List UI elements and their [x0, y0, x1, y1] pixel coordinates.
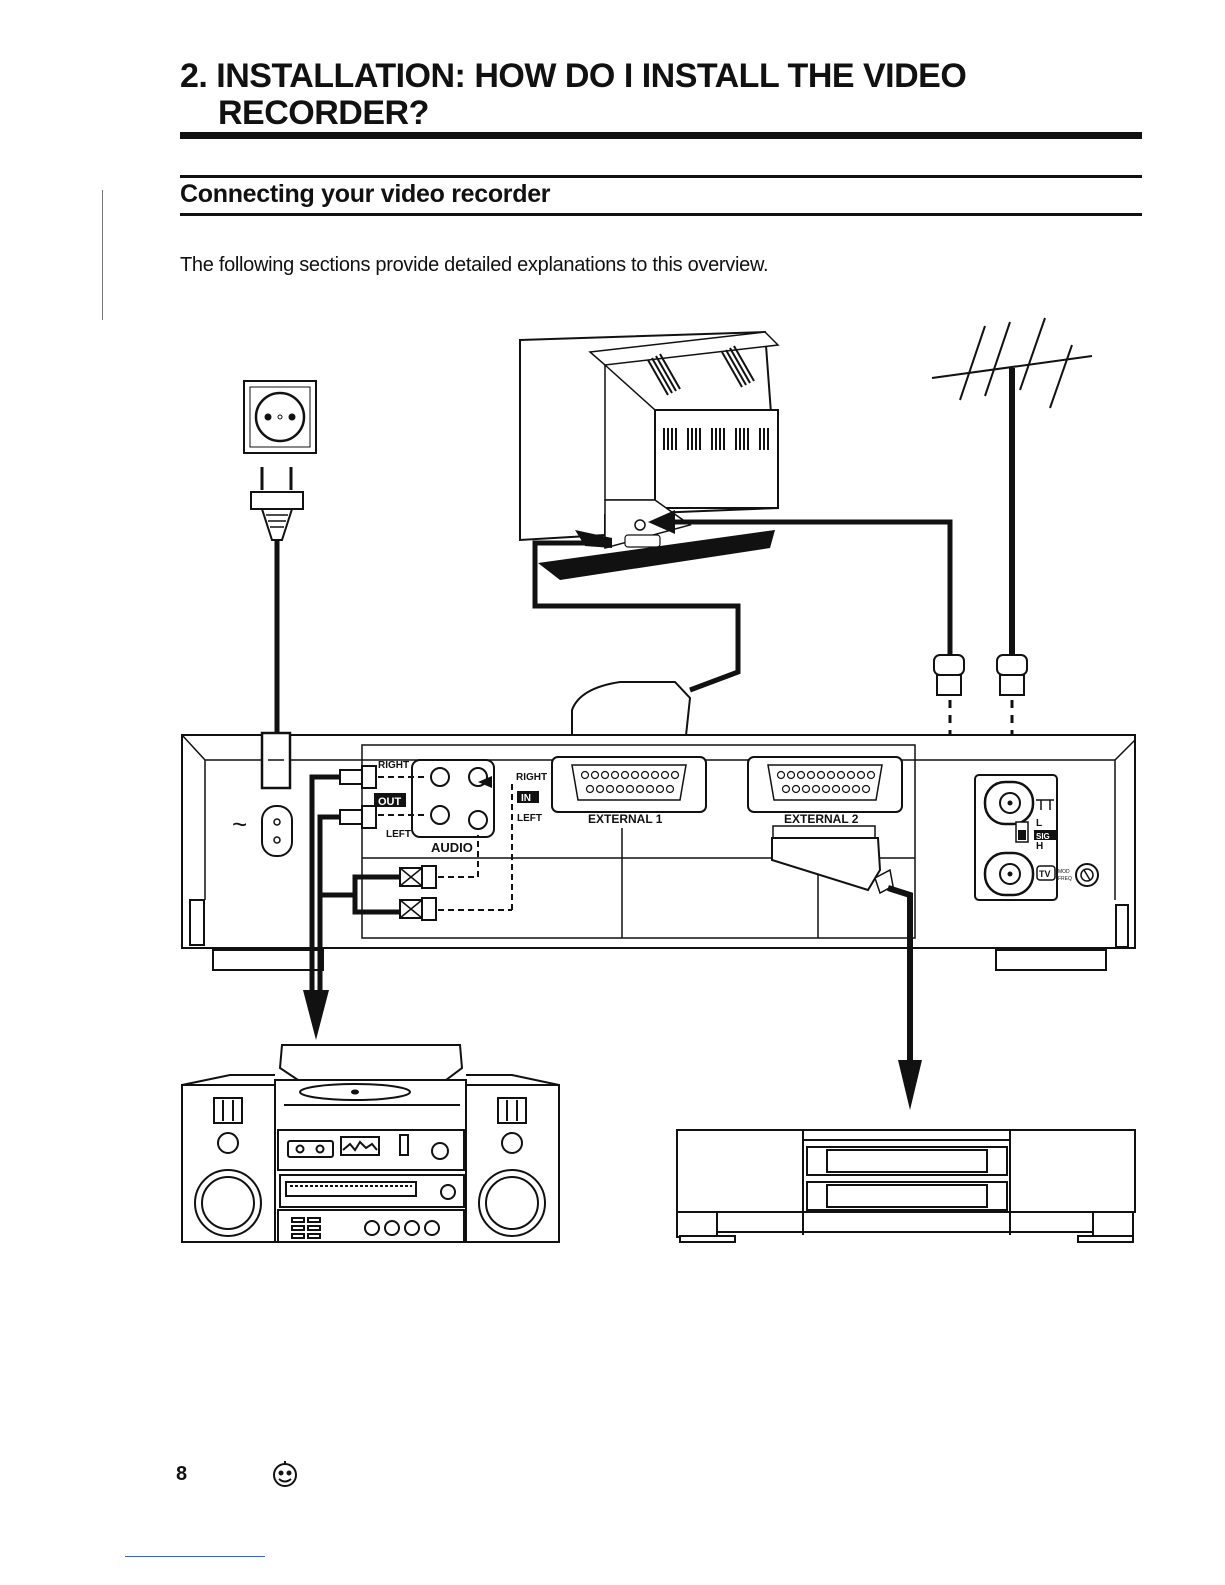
rf-label-l: L: [1036, 818, 1042, 829]
antenna-cable: [997, 368, 1027, 797]
audio-out-right-label: RIGHT: [378, 760, 409, 771]
rf-label-freq: FREQ: [1058, 876, 1072, 882]
audio-in-left-label: LEFT: [517, 813, 542, 824]
audio-out-left-label: LEFT: [386, 829, 411, 840]
bottom-underline: [125, 1556, 265, 1557]
rf-label-h: H: [1036, 841, 1043, 852]
audio-in-badge: IN: [521, 793, 531, 804]
power-socket-icon: [244, 381, 316, 453]
mains-symbol: ~: [232, 809, 247, 839]
external2-label: EXTERNAL 2: [784, 812, 859, 826]
stereo-system-icon: [182, 1045, 559, 1242]
recycle-logo-icon: [274, 1461, 296, 1486]
page-number: 8: [176, 1463, 187, 1486]
second-vcr-icon: [677, 1130, 1135, 1242]
audio-in-right-label: RIGHT: [516, 772, 547, 783]
audio-label: AUDIO: [431, 840, 473, 855]
rf-label-sig: SIG: [1036, 832, 1050, 841]
audio-out-badge: OUT: [378, 796, 402, 808]
external1-label: EXTERNAL 1: [588, 812, 663, 826]
rf-label-tv: TV: [1039, 869, 1051, 879]
mains-plug-icon: [251, 467, 303, 540]
rf-label-mod: MOD: [1058, 869, 1070, 875]
